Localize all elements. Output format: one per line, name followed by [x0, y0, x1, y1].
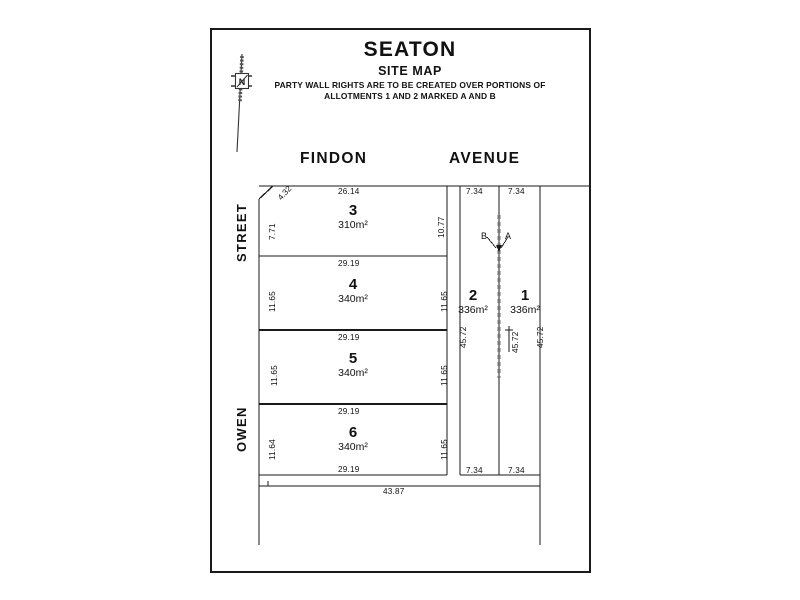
lot-number: 5: [348, 350, 358, 367]
dimension-lot2-top: 7.34: [466, 187, 483, 196]
dimension-overall-bottom: 43.87: [383, 487, 405, 496]
dimension-lot3-right: 10.77: [437, 216, 446, 239]
lot-area: 310m²: [338, 219, 368, 231]
lot-area: 336m²: [510, 304, 540, 316]
dimension-lot3-bottom: 29.19: [338, 259, 360, 268]
dimension-lot5-right: 11.65: [440, 365, 449, 386]
dimension-lot5-left: 11.65: [270, 365, 279, 386]
party-wall-mark-a: A: [505, 231, 512, 241]
lot-number: 3: [348, 202, 358, 219]
street-label-avenue: AVENUE: [449, 150, 521, 167]
page-subtitle: SITE MAP: [378, 64, 442, 78]
svg-text:N: N: [239, 77, 246, 87]
note-line-2: ALLOTMENTS 1 AND 2 MARKED A AND B: [324, 90, 496, 101]
dimension-lot6-bottom: 29.19: [338, 465, 360, 474]
dimension-lot3-top: 26.14: [338, 187, 360, 196]
street-label-owen: OWEN: [234, 406, 249, 452]
north-arrow-icon: N: [222, 52, 262, 157]
party-wall-note: PARTY WALL RIGHTS ARE TO BE CREATED OVER…: [250, 80, 570, 101]
lot-area: 340m²: [338, 441, 368, 453]
dimension-lot1-right-depth: 45.72: [536, 326, 545, 349]
lot-label-4: 4 340m²: [316, 277, 390, 306]
dimension-lot2-bottom: 7.34: [466, 466, 483, 475]
dimension-lot4-right: 11.65: [440, 291, 449, 312]
dimension-lot6-left: 11.64: [268, 439, 277, 460]
street-label-street: STREET: [234, 202, 249, 262]
note-line-1: PARTY WALL RIGHTS ARE TO BE CREATED OVER…: [274, 80, 546, 90]
page-title: SEATON: [363, 38, 457, 61]
dimension-lot2-right-depth: 45.72: [511, 331, 520, 354]
street-label-findon: FINDON: [300, 150, 368, 167]
dimension-lot5-bottom: 29.19: [338, 407, 360, 416]
dimension-lot6-right: 11.65: [440, 439, 449, 460]
dimension-lot1-top: 7.34: [508, 187, 525, 196]
lot-number: 4: [348, 276, 358, 293]
lot-label-2: 2 336m²: [448, 288, 498, 317]
title-block: SEATON SITE MAP: [260, 38, 560, 79]
party-wall-mark-b: B: [481, 231, 488, 241]
lot-area: 340m²: [338, 367, 368, 379]
lot-label-1: 1 336m²: [500, 288, 550, 317]
document-frame: [210, 28, 591, 573]
lot-label-6: 6 340m²: [316, 425, 390, 454]
lot-label-5: 5 340m²: [316, 351, 390, 380]
lot-area: 336m²: [458, 304, 488, 316]
dimension-lot4-bottom: 29.19: [338, 333, 360, 342]
lot-label-3: 3 310m²: [316, 203, 390, 232]
lot-area: 340m²: [338, 293, 368, 305]
dimension-lot1-bottom: 7.34: [508, 466, 525, 475]
dimension-lot3-left: 7.71: [268, 223, 277, 240]
lot-number: 2: [468, 287, 478, 304]
dimension-lot2-left-depth: 45.72: [459, 326, 468, 349]
dimension-lot4-left: 11.65: [268, 291, 277, 312]
lot-number: 1: [520, 287, 530, 304]
lot-number: 6: [348, 424, 358, 441]
